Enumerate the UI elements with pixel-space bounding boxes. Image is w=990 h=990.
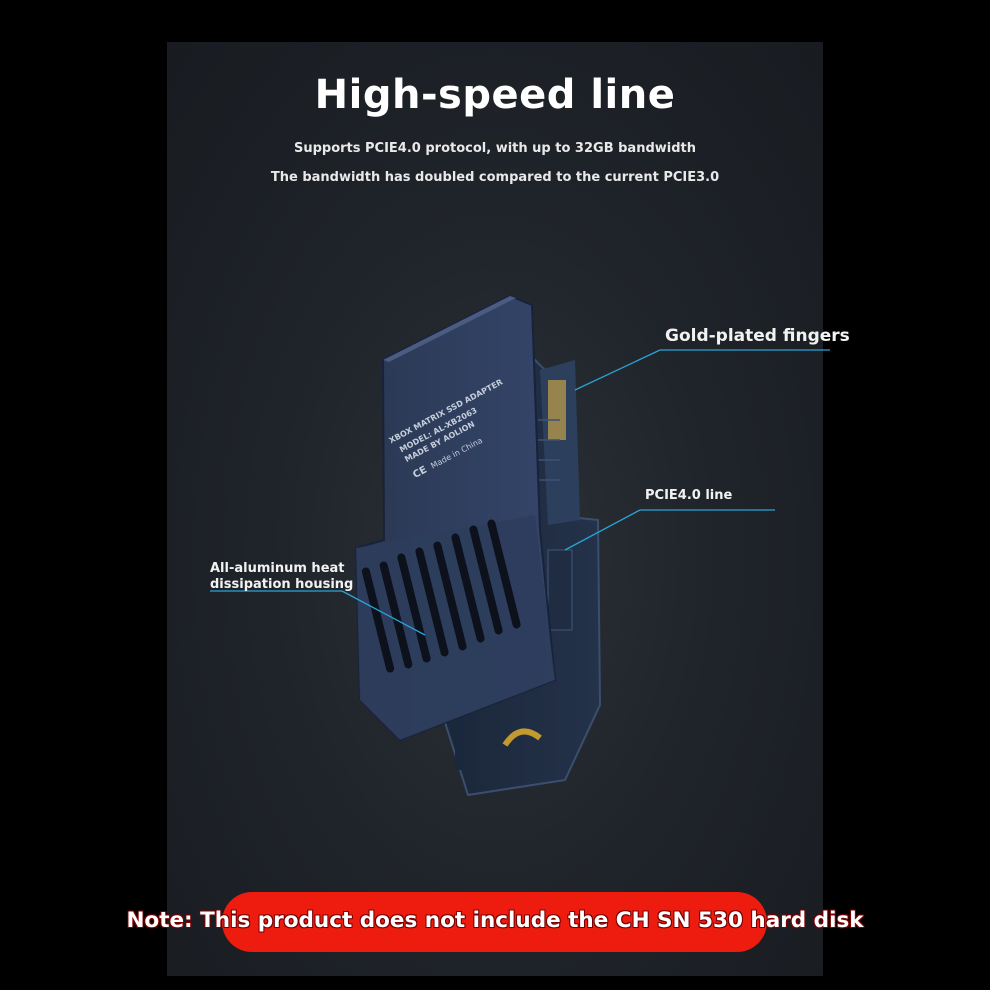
callout-housing-line-2: dissipation housing	[210, 577, 354, 592]
callout-gold-plated-fingers: Gold-plated fingers	[665, 326, 850, 346]
page-title: High-speed line	[314, 72, 676, 118]
subtitle-line-2: The bandwidth has doubled compared to th…	[270, 170, 720, 185]
note-banner	[222, 892, 767, 952]
aluminum-housing	[354, 294, 557, 742]
note-text: Note: This product does not include the …	[126, 908, 864, 933]
callout-lines	[210, 349, 830, 636]
callout-housing-line-1: All-aluminum heat	[210, 561, 345, 576]
heat-vents	[361, 519, 521, 673]
callout-pcie4-line: PCIE4.0 line	[645, 488, 733, 503]
subtitle-line-1: Supports PCIE4.0 protocol, with up to 32…	[293, 141, 697, 156]
callout-housing: All-aluminum heat dissipation housing	[210, 561, 353, 593]
